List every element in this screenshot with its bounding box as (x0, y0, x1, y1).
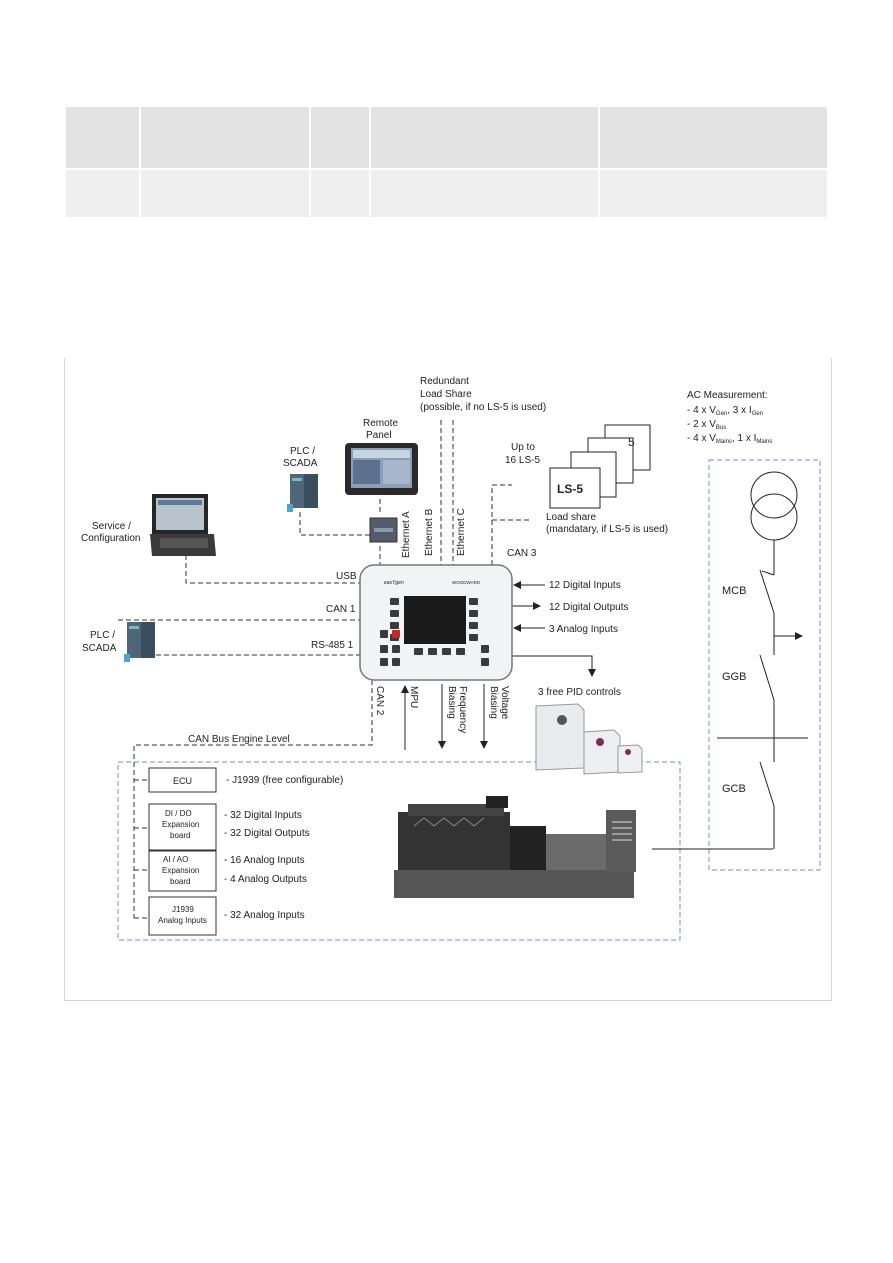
ggb-label: GGB (722, 671, 746, 683)
controller-screen (404, 596, 466, 644)
ecu-box (148, 767, 217, 793)
redundant-label-2: Load Share (420, 389, 472, 400)
freq-biasing-label-2: Biasing (446, 686, 457, 719)
breaker-box (708, 459, 821, 871)
j1939-box-label-2: Analog Inputs (158, 916, 207, 925)
aiao-box (148, 850, 217, 892)
volt-biasing-label-1: Voltage (499, 686, 510, 720)
ls5-stack: 5 LS-5 (549, 424, 651, 509)
ls5-label: LS-5 (557, 482, 583, 496)
dido-box-label-2: Expansion (162, 820, 199, 829)
controller-buttons (380, 598, 489, 666)
mpu-label: MPU (408, 686, 419, 708)
plc-left (124, 622, 155, 662)
ac-title: AC Measurement: (687, 390, 768, 401)
aiao-desc-2: - 4 Analog Outputs (224, 874, 307, 885)
j1939-desc: - 32 Analog Inputs (224, 910, 305, 921)
digital-inputs-label: 12 Digital Inputs (549, 580, 621, 591)
can-bus-engine-label: CAN Bus Engine Level (188, 734, 290, 745)
ethernet-c-label: Ethernet C (456, 508, 467, 556)
device-brand: easYgen (384, 580, 404, 586)
can1-label: CAN 1 (326, 604, 356, 615)
ac-line-3: - 4 x VMains, 1 x IMains (687, 433, 772, 445)
ethernet-b-label: Ethernet B (424, 508, 435, 556)
ls5-line-top (491, 484, 512, 565)
pid-controllers (535, 703, 643, 775)
can3-label: CAN 3 (507, 548, 537, 559)
freq-biasing-label-1: Frequency (457, 686, 468, 733)
easygen-controller: easYgen WOODWARD (359, 564, 513, 681)
ecu-desc: - J1939 (free configurable) (226, 775, 343, 786)
redundant-label-1: Redundant (420, 376, 469, 387)
engine-level-boxes (148, 767, 217, 936)
dido-box-label-1: DI / DO (165, 809, 192, 818)
header-table (66, 107, 827, 217)
table-row (66, 170, 827, 217)
transformer-upper (750, 471, 798, 519)
diagram-frame (64, 358, 832, 1001)
service-label-1: Service / (92, 521, 131, 532)
service-label-2: Configuration (81, 533, 140, 544)
usb-label: USB (336, 571, 357, 582)
mcb-switch (759, 569, 775, 614)
remote-panel-label-2: Panel (366, 430, 392, 441)
aiao-box-label-3: board (170, 877, 190, 886)
rs485-label: RS-485 1 (311, 640, 354, 651)
ggb-switch (759, 654, 775, 701)
dido-desc-1: - 32 Digital Inputs (224, 810, 302, 821)
remote-panel (345, 443, 418, 495)
column-divider (309, 107, 311, 217)
plc-top-label-1: PLC / (290, 446, 315, 457)
service-laptop (150, 494, 216, 556)
can2-line (133, 680, 373, 918)
gcb-label: GCB (722, 783, 746, 795)
mcb-label: MCB (722, 585, 746, 597)
single-line-diagram (717, 471, 808, 849)
j1939-box (148, 896, 217, 936)
load-share-label-2: (mandatary, if LS-5 is used) (546, 524, 668, 535)
up-to-label-1: Up to (511, 442, 535, 453)
pid-arrow (512, 655, 596, 677)
plc-top-label-2: SCADA (283, 458, 318, 469)
ethernet-switch (369, 517, 398, 543)
genset-engine (394, 796, 636, 898)
dido-box-label-3: board (170, 831, 190, 840)
column-divider (369, 107, 371, 217)
alert-button (392, 630, 400, 638)
aiao-box-label-2: Expansion (162, 866, 199, 875)
aiao-box-label-1: AI / AO (163, 855, 188, 864)
usb-line (185, 555, 360, 584)
ac-line-1: - 4 x VGen, 3 x IGen (687, 405, 763, 417)
column-divider (139, 107, 141, 217)
gcb-switch (759, 761, 775, 807)
remote-panel-label-1: Remote (363, 418, 398, 429)
engine-level-box (117, 761, 681, 941)
ac-line-2: - 2 x VBus (687, 419, 726, 431)
dido-desc-2: - 32 Digital Outputs (224, 828, 310, 839)
pid-label: 3 free PID controls (538, 687, 621, 698)
up-to-label-2: 16 LS-5 (505, 455, 540, 466)
ls5-back-label: 5 (628, 435, 635, 449)
header-row (66, 107, 827, 168)
analog-inputs-label: 3 Analog Inputs (549, 624, 618, 635)
volt-biasing-label-2: Biasing (488, 686, 499, 719)
device-maker: WOODWARD (452, 580, 481, 585)
signal-arrows (401, 581, 596, 750)
can2-label: CAN 2 (374, 686, 385, 716)
column-divider (598, 107, 600, 217)
plc-left-label-1: PLC / (90, 630, 115, 641)
digital-outputs-label: 12 Digital Outputs (549, 602, 629, 613)
plc-top (287, 474, 318, 512)
dido-box (148, 803, 217, 851)
j1939-box-label-1: J1939 (172, 905, 194, 914)
load-share-label-1: Load share (546, 512, 596, 523)
aiao-desc-1: - 16 Analog Inputs (224, 855, 305, 866)
ethernet-a-label: Ethernet A (401, 511, 412, 558)
plc-left-label-2: SCADA (82, 643, 117, 654)
ecu-box-label: ECU (173, 776, 192, 786)
redundant-label-3: (possible, if no LS-5 is used) (420, 402, 546, 413)
comm-lines (118, 420, 532, 919)
